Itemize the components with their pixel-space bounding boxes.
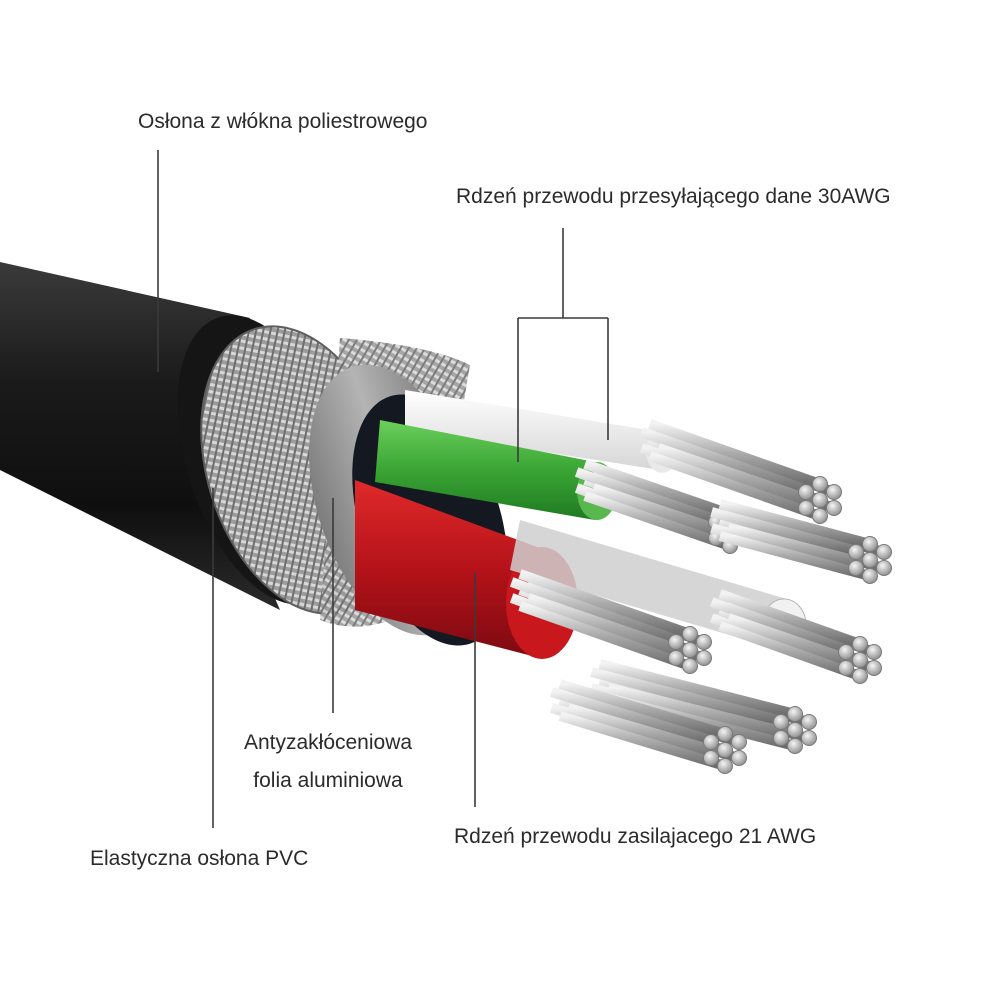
- strand-end: [801, 730, 817, 746]
- strand: [518, 601, 692, 671]
- strand: [607, 683, 811, 743]
- strand-end: [787, 738, 803, 754]
- strand-end: [798, 484, 814, 500]
- green-core: [375, 420, 603, 520]
- strand-end: [703, 750, 719, 766]
- strand: [558, 711, 727, 771]
- strand-end: [812, 492, 828, 508]
- strand-end: [876, 560, 892, 576]
- label-data-core: Rdzeń przewodu przesyłającego dane 30AWG: [456, 185, 891, 208]
- strand-end: [852, 668, 868, 684]
- strand-end: [787, 706, 803, 722]
- strand: [718, 531, 872, 581]
- strand-end: [773, 714, 789, 730]
- strand-end: [682, 658, 698, 674]
- label-aluminium-foil: Antyzakłóceniowa folia aluminiowa: [222, 724, 434, 800]
- strand-end: [838, 660, 854, 676]
- strand: [726, 613, 876, 673]
- strand-end: [862, 536, 878, 552]
- strand-end: [682, 626, 698, 642]
- red-core: [355, 480, 553, 658]
- strand-end: [862, 552, 878, 568]
- strand: [639, 427, 808, 497]
- strand-end: [731, 750, 747, 766]
- strand: [718, 621, 862, 681]
- strand: [648, 451, 822, 521]
- strand-end: [826, 500, 842, 516]
- strand-end: [717, 758, 733, 774]
- strand-end: [812, 476, 828, 492]
- strand-end: [668, 634, 684, 650]
- strand: [583, 459, 732, 519]
- strand-end: [848, 544, 864, 560]
- strand-end: [696, 634, 712, 650]
- label-foil-line1: Antyzakłóceniowa: [243, 731, 413, 754]
- strand-end: [682, 642, 698, 658]
- leader-lines: [157, 150, 609, 828]
- strand: [558, 679, 727, 739]
- strand: [509, 577, 678, 647]
- label-foil-line2: folia aluminiowa: [253, 769, 403, 792]
- label-power-core: Rdzeń przewodu zasilajacego 21 AWG: [454, 825, 817, 848]
- strand: [518, 569, 692, 639]
- strand-end: [801, 714, 817, 730]
- strand: [709, 597, 848, 657]
- strand-end: [876, 544, 892, 560]
- strand: [583, 491, 732, 551]
- strand-end: [826, 484, 842, 500]
- strand-end: [731, 734, 747, 750]
- label-polyester-jacket: Osłona z włókna poliestrowego: [138, 110, 428, 133]
- strand-end: [668, 650, 684, 666]
- strand-end: [866, 660, 882, 676]
- strand: [574, 467, 718, 527]
- strand: [550, 687, 713, 747]
- strand-end: [852, 636, 868, 652]
- strand-end: [866, 644, 882, 660]
- conductor-strands: [509, 419, 892, 774]
- strand-end: [717, 742, 733, 758]
- strand-end: [787, 722, 803, 738]
- strand-end: [703, 734, 719, 750]
- strand-end: [812, 508, 828, 524]
- white-core: [405, 390, 666, 470]
- label-pvc-sheath: Elastyczna osłona PVC: [90, 847, 309, 870]
- strand-end: [696, 650, 712, 666]
- strand-end: [773, 730, 789, 746]
- strand-end: [717, 726, 733, 742]
- strand-end: [798, 500, 814, 516]
- strand: [718, 589, 862, 649]
- strand: [648, 419, 822, 489]
- strand-end: [852, 652, 868, 668]
- strand: [598, 659, 797, 719]
- strand-end: [838, 644, 854, 660]
- strand-end: [862, 568, 878, 584]
- strand: [718, 499, 872, 549]
- strand-end: [848, 560, 864, 576]
